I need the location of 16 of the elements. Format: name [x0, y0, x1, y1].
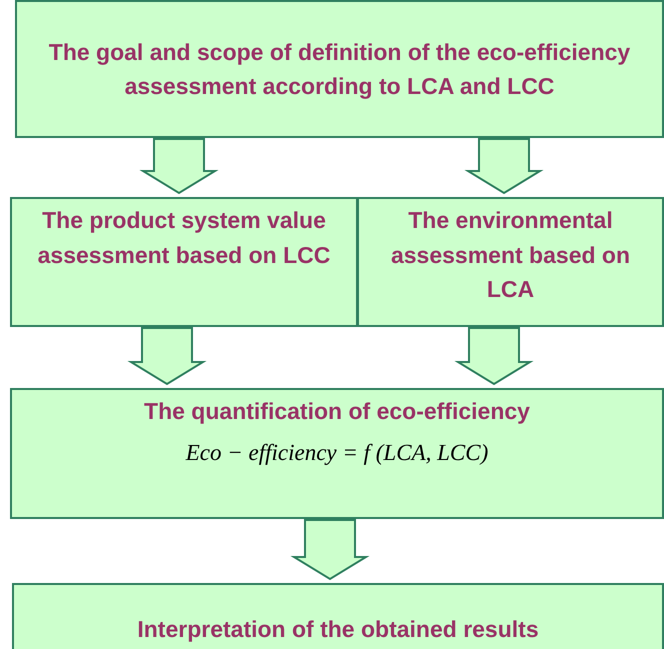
box-text: The goal and scope of definition of the eco-efficiency assessment according to LCA and LCC — [48, 38, 632, 101]
process-box — [357, 197, 664, 327]
process-box — [10, 388, 664, 519]
block-arrow — [139, 138, 219, 194]
block-arrow — [454, 327, 534, 386]
process-box — [12, 583, 664, 649]
box-text: The quantification of eco-efficiency — [143, 397, 531, 426]
block-arrow — [290, 519, 370, 580]
block-arrow — [127, 327, 207, 386]
formula-text: Eco − efficiency = f (LCA, LCC) — [186, 438, 488, 467]
box-text: Interpretation of the obtained results — [136, 614, 540, 644]
block-arrow — [464, 138, 544, 194]
box-text: The product system value assessment based on LCC — [36, 206, 332, 270]
process-box — [15, 0, 664, 138]
process-box — [10, 197, 358, 327]
box-text: The environmental assessment based on LCA — [390, 206, 632, 304]
